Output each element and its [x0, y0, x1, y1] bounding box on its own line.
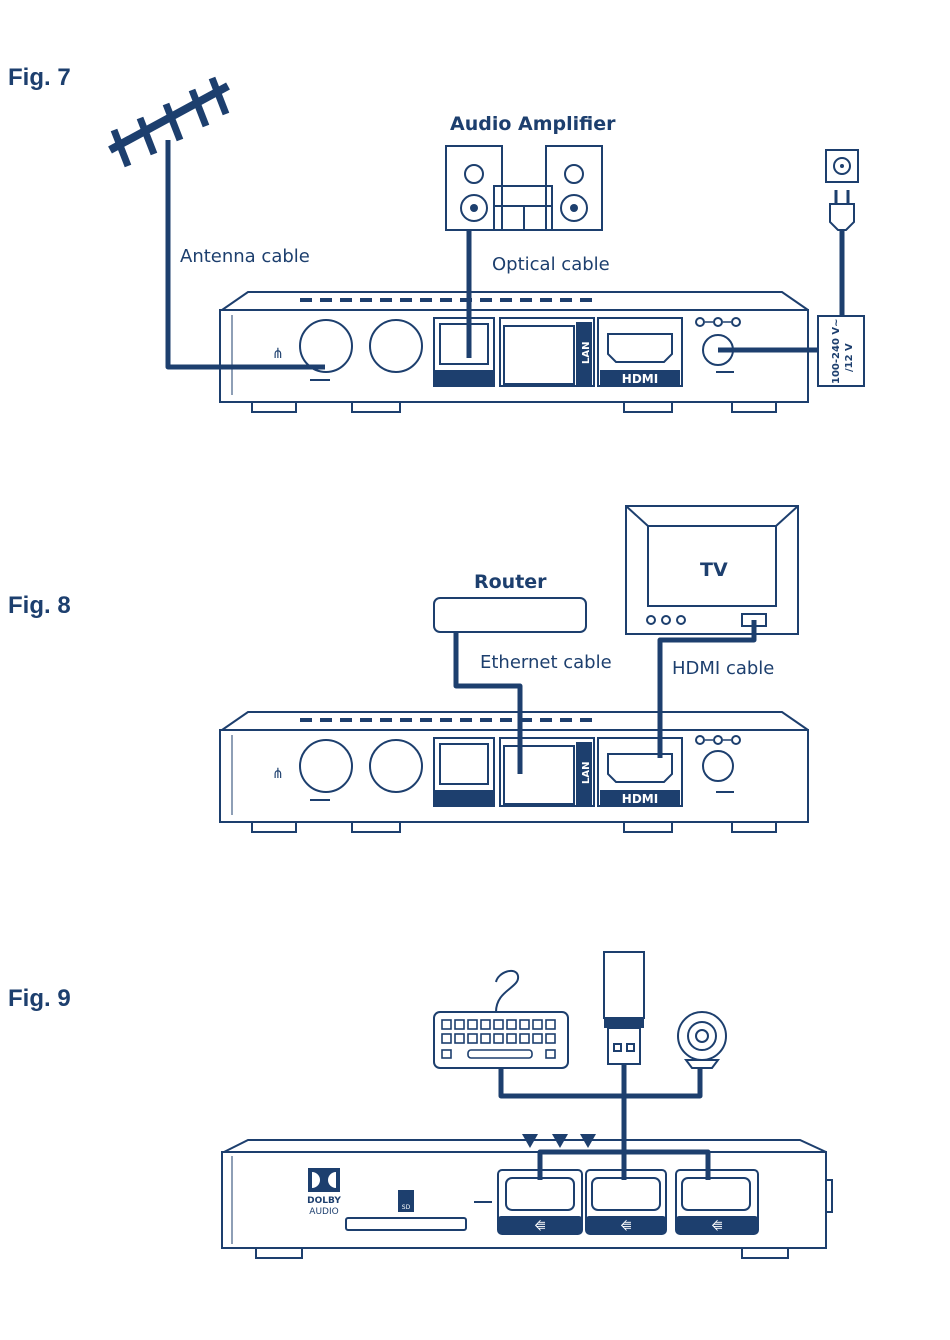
- dolby-logo-icon: DOLBY AUDIO: [307, 1168, 341, 1217]
- keyboard-icon: [434, 971, 568, 1068]
- dolby-audio-text: AUDIO: [309, 1207, 338, 1217]
- usb-stick-icon: [604, 952, 644, 1064]
- usb-icon: ⭅: [712, 1219, 723, 1233]
- usb-icon: ⭅: [535, 1219, 546, 1233]
- webcam-icon: [678, 1012, 726, 1068]
- figure-9: Fig. 9: [0, 0, 950, 1300]
- dolby-text: DOLBY: [307, 1196, 341, 1206]
- sd-card-slot: [346, 1218, 466, 1230]
- receiver-front-panel: DOLBY AUDIO SD ⭅ ⭅: [222, 1134, 832, 1258]
- usb-port-3: ⭅: [676, 1170, 758, 1234]
- sd-card-icon: SD: [398, 1190, 414, 1212]
- usb-icon: ⭅: [621, 1219, 632, 1233]
- sd-label: SD: [402, 1204, 411, 1211]
- figure-9-diagram: DOLBY AUDIO SD ⭅ ⭅: [0, 0, 950, 1300]
- keyboard-cable: [501, 1068, 700, 1096]
